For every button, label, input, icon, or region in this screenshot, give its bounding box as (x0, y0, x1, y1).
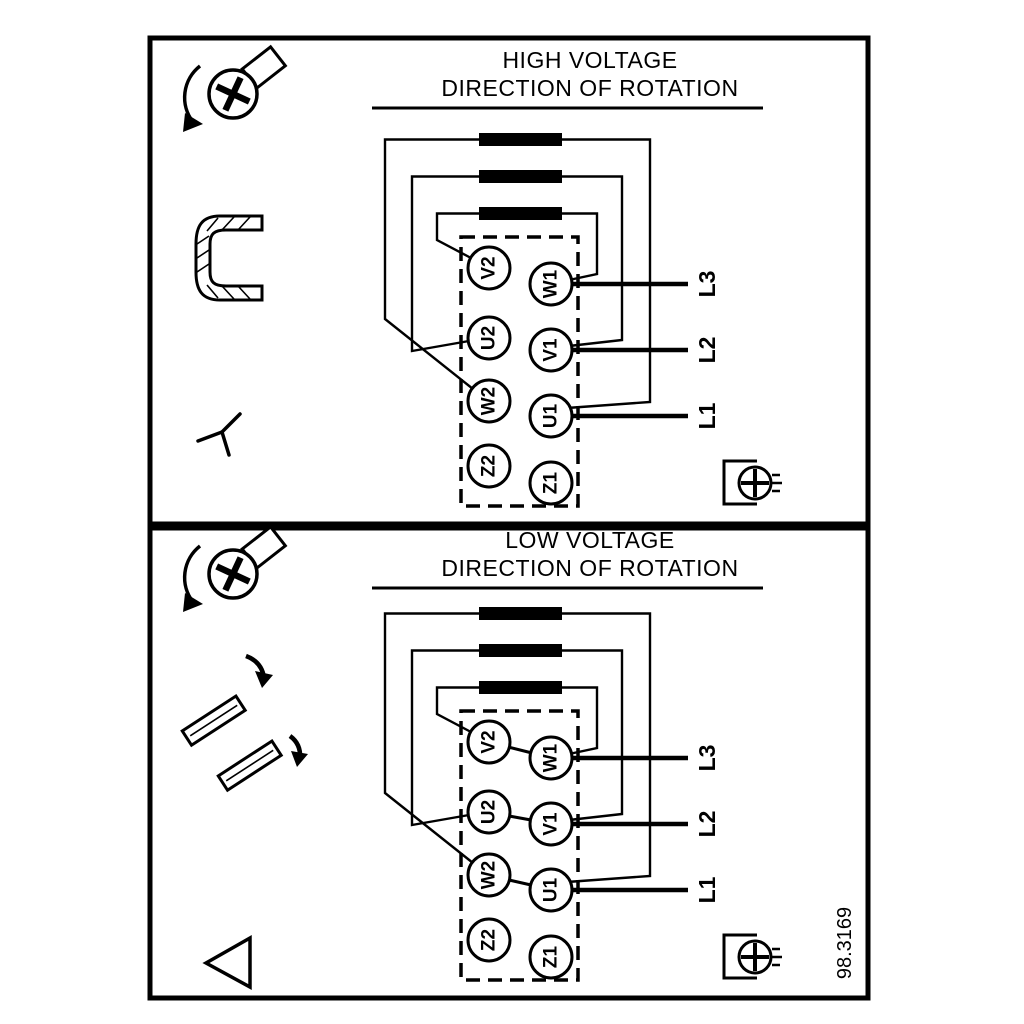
jumper-bar (479, 644, 562, 657)
terminal-v1 (528, 801, 574, 847)
screw-rotation-icon (182, 524, 288, 612)
delta-symbol-icon (202, 934, 252, 990)
terminals (466, 719, 574, 980)
supply-label-l1: L1 (694, 876, 720, 903)
jumper-bar (479, 133, 562, 146)
jumper-bars (479, 607, 562, 694)
panel-subtitle: DIRECTION OF ROTATION (441, 555, 738, 581)
terminal-labels: V2 U2 W2 Z2 W1 V1 U1 Z1 (479, 256, 562, 494)
terminals (466, 245, 574, 506)
terminal-label-u2: U2 (479, 800, 500, 824)
figure-number: 98.3169 (834, 907, 856, 979)
terminal-v2 (466, 245, 512, 291)
panel-title: LOW VOLTAGE (505, 527, 675, 553)
terminal-w1 (528, 261, 574, 307)
supply-label-l2: L2 (694, 811, 720, 838)
wiring-lines (383, 138, 652, 410)
panel-title: HIGH VOLTAGE (502, 47, 677, 73)
terminal-u1 (528, 867, 574, 913)
panel-subtitle: DIRECTION OF ROTATION (441, 75, 738, 101)
star-symbol-icon (196, 412, 242, 457)
supply-lines (573, 281, 688, 419)
terminal-w1 (528, 735, 574, 781)
terminal-z1 (528, 460, 574, 506)
terminal-v2 (466, 719, 512, 765)
terminal-w2 (466, 378, 512, 424)
screw-rotation-icon (182, 44, 288, 132)
terminal-label-w1: W1 (541, 743, 562, 772)
jumper-link-icon (194, 214, 264, 302)
jumper-bar (479, 607, 562, 620)
terminal-label-v2: V2 (479, 256, 500, 279)
terminal-label-z1: Z1 (541, 471, 562, 494)
terminal-label-u1: U1 (541, 877, 562, 902)
terminal-label-v2: V2 (479, 730, 500, 753)
jumper-bar (479, 170, 562, 183)
terminal-label-z2: Z2 (479, 929, 500, 951)
terminal-z2 (466, 917, 512, 963)
terminal-label-z2: Z2 (479, 455, 500, 477)
supply-label-l3: L3 (694, 745, 720, 772)
terminal-u2 (466, 315, 512, 361)
delta-jumper-icon (180, 653, 308, 793)
terminal-z1 (528, 934, 574, 980)
supply-lines (573, 755, 688, 893)
terminal-u1 (528, 393, 574, 439)
terminal-label-v1: V1 (541, 812, 562, 836)
terminal-label-v1: V1 (541, 338, 562, 362)
terminal-z2 (466, 443, 512, 489)
terminal-screw-icon (722, 459, 782, 506)
high-voltage-panel: HIGH VOLTAGE DIRECTION OF ROTATION (182, 44, 782, 508)
terminal-label-u1: U1 (541, 403, 562, 428)
terminal-label-w1: W1 (541, 269, 562, 298)
terminal-w2 (466, 852, 512, 898)
terminal-labels: V2 U2 W2 Z2 W1 V1 U1 Z1 (479, 730, 562, 968)
low-voltage-panel: LOW VOLTAGE DIRECTION OF ROTATION (180, 524, 782, 990)
terminal-label-w2: W2 (479, 387, 500, 416)
terminal-label-z1: Z1 (541, 945, 562, 968)
terminal-label-w2: W2 (479, 861, 500, 890)
wiring-lines (383, 612, 652, 884)
terminal-screw-icon (722, 933, 782, 980)
jumper-bar (479, 207, 562, 220)
terminal-v1 (528, 327, 574, 373)
terminal-label-u2: U2 (479, 326, 500, 350)
supply-label-l1: L1 (694, 402, 720, 429)
supply-label-l3: L3 (694, 271, 720, 298)
supply-label-l2: L2 (694, 337, 720, 364)
jumper-bars (479, 133, 562, 220)
delta-links (507, 745, 533, 887)
terminal-u2 (466, 789, 512, 835)
jumper-bar (479, 681, 562, 694)
